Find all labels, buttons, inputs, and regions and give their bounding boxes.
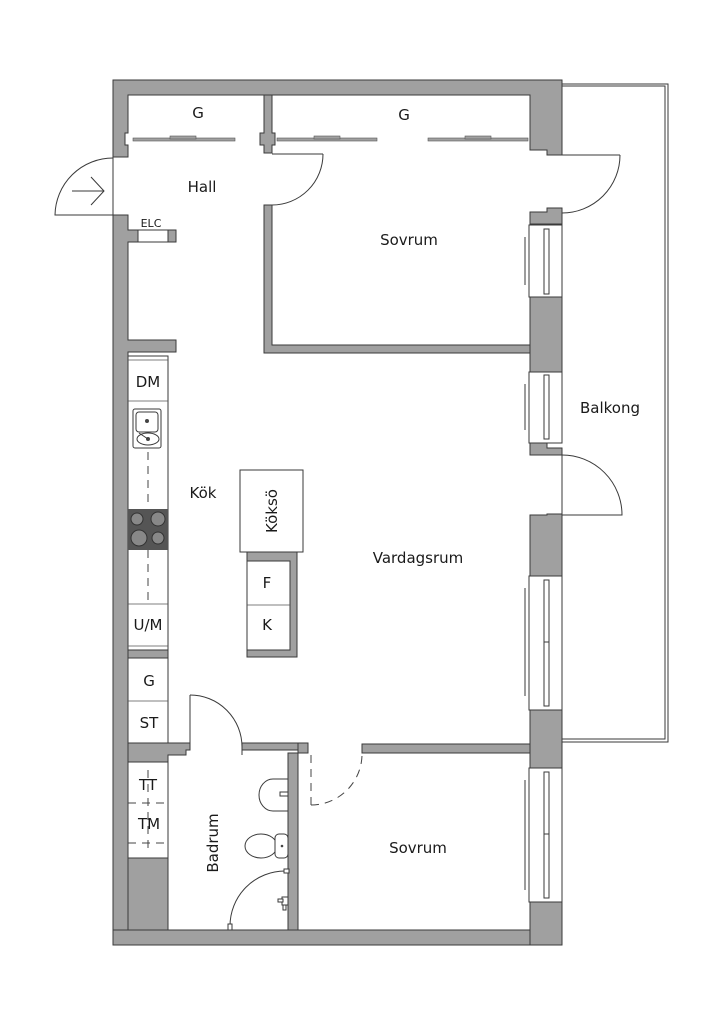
room-label-hall: Hall (188, 178, 217, 196)
balcony-outline (562, 83, 669, 743)
dryer-label: TT (138, 776, 158, 794)
windows (524, 224, 563, 903)
interior-walls (127, 94, 531, 931)
kitchen-counter (127, 355, 169, 651)
wardrobe-sliding-doors (132, 135, 529, 142)
storage-label: ST (140, 714, 160, 732)
kitchen-cabinets-lower (127, 657, 169, 744)
room-label-kitchen: Kök (190, 484, 217, 502)
fridge-label: K (262, 616, 273, 634)
room-label-bedroom-top: Sovrum (380, 231, 438, 249)
sink-icon (132, 408, 162, 449)
window (524, 575, 563, 711)
shower-curtain-icon (227, 868, 290, 931)
entry-arrow-icon (72, 176, 105, 206)
oven-microwave-label: U/M (134, 616, 163, 634)
toilet-icon (244, 833, 289, 859)
kitchen-island-label: Köksö (263, 489, 281, 533)
room-label-balcony: Balkong (580, 399, 640, 417)
shower-mixer-icon (277, 896, 289, 911)
window (524, 224, 563, 298)
laundry-area (127, 761, 169, 859)
doors (54, 153, 623, 806)
wardrobe-label-bedroom: G (398, 106, 410, 124)
wardrobe-label-hall: G (192, 104, 204, 122)
bathroom-fixtures (227, 778, 290, 931)
electrical-cabinet-box (137, 229, 169, 243)
labels: G G Hall ELC Sovrum DM Balkong Kök Köksö… (134, 104, 641, 873)
stove-icon (128, 509, 168, 550)
room-label-living-room: Vardagsrum (373, 549, 464, 567)
dishwasher-label: DM (136, 373, 161, 391)
washbasin-icon (258, 778, 289, 812)
window (524, 767, 563, 903)
washing-machine-label: TM (137, 815, 160, 833)
room-label-bedroom-bottom: Sovrum (389, 839, 447, 857)
freezer-label: F (263, 574, 272, 592)
window (524, 371, 563, 444)
elc-label: ELC (141, 217, 162, 230)
room-label-bathroom: Badrum (204, 813, 222, 872)
kitchen-island (239, 469, 304, 553)
outer-walls (112, 79, 563, 946)
wardrobe-label-kitchen: G (143, 672, 155, 690)
fridge-freezer-block (246, 551, 298, 658)
